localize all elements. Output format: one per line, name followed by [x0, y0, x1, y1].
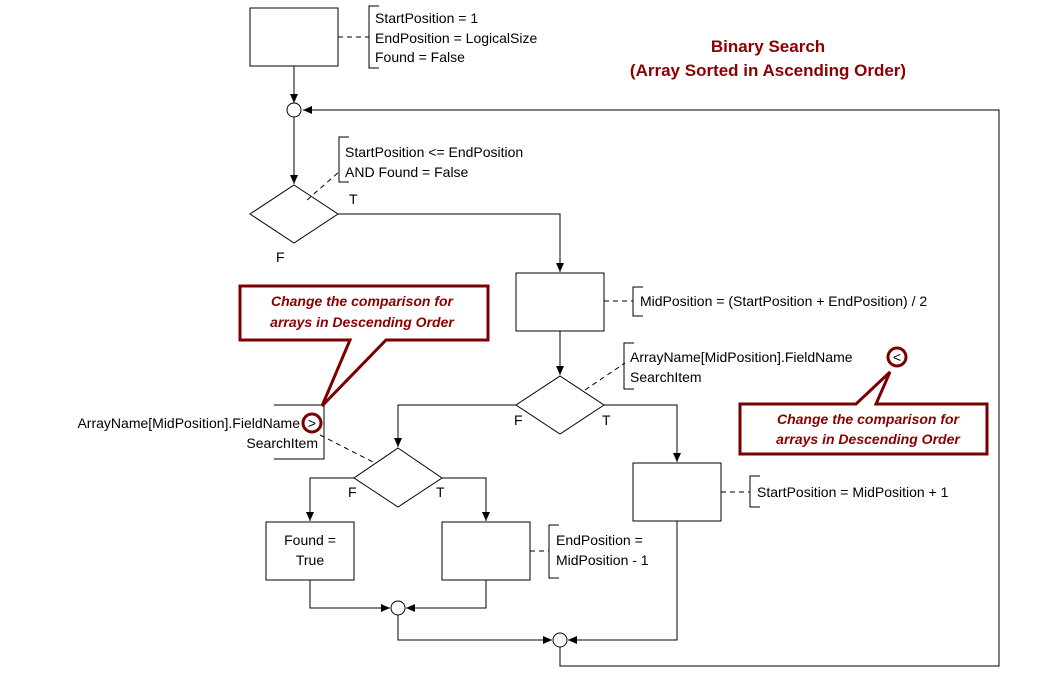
mid-annotation-bracket	[632, 286, 643, 317]
start-position-box	[632, 462, 722, 522]
found-box-line-2: True	[296, 552, 324, 568]
loop-junction	[286, 102, 302, 118]
compare-greater-operator: >	[308, 415, 316, 431]
init-line-3: Found = False	[375, 49, 465, 65]
loop-condition-bracket	[338, 136, 349, 183]
init-line-1: StartPosition = 1	[375, 10, 478, 26]
compare-less-operator-highlight	[886, 346, 908, 368]
compare-less-connector	[584, 362, 626, 391]
compare-less-true-label: T	[602, 412, 611, 428]
found-to-inner-junction-arrow	[309, 580, 390, 612]
compare-less-diamond	[515, 375, 605, 435]
compare-less-true-arrow	[604, 404, 681, 462]
callout-right-box	[738, 370, 989, 456]
inner-junction	[390, 600, 406, 616]
loop-true-arrow	[338, 213, 564, 272]
compare-greater-false-label: F	[348, 484, 357, 500]
found-box-line-1: Found =	[284, 532, 336, 548]
init-annotation-bracket	[368, 5, 379, 69]
found-true-box	[265, 521, 355, 581]
outer-junction	[552, 632, 568, 648]
compare-greater-true-arrow	[442, 477, 490, 521]
compare-less-false-label: F	[514, 412, 523, 428]
end-assign-line-2: MidPosition - 1	[556, 552, 649, 568]
loop-condition-line-2: AND Found = False	[345, 164, 469, 180]
callout-left-line-2: arrays in Descending Order	[270, 314, 455, 330]
compare-greater-operator-highlight	[301, 412, 323, 434]
compare-less-bracket	[623, 342, 634, 390]
compare-greater-line-1: ArrayName[MidPosition].FieldName	[77, 415, 300, 431]
compare-greater-diamond	[353, 447, 443, 508]
mid-assign-text: MidPosition = (StartPosition + EndPositi…	[640, 293, 927, 309]
mid-position-box	[515, 272, 605, 332]
compare-greater-line-2: SearchItem	[246, 435, 318, 451]
loop-condition-line-1: StartPosition <= EndPosition	[345, 144, 523, 160]
start-annotation-bracket	[749, 475, 760, 508]
callout-right-line-2: arrays in Descending Order	[776, 431, 961, 447]
end-position-box	[441, 521, 531, 581]
loop-condition-connector	[306, 170, 341, 201]
compare-greater-false-arrow	[306, 477, 354, 521]
compare-less-line-2: SearchItem	[630, 369, 702, 385]
compare-greater-true-label: T	[436, 484, 445, 500]
loop-back-line	[303, 106, 1000, 667]
loop-true-label: T	[349, 191, 358, 207]
compare-less-line-1: ArrayName[MidPosition].FieldName	[630, 349, 853, 365]
start-assign-text: StartPosition = MidPosition + 1	[757, 484, 949, 500]
compare-greater-connector	[319, 434, 374, 463]
end-to-inner-junction-arrow	[406, 580, 487, 612]
compare-less-false-line	[394, 404, 516, 447]
compare-less-operator: <	[893, 349, 901, 365]
init-line-2: EndPosition = LogicalSize	[375, 30, 537, 46]
callout-left-line-1: Change the comparison for	[271, 293, 455, 309]
compare-greater-bracket	[274, 404, 325, 460]
end-annotation-bracket	[548, 524, 559, 579]
start-to-junction-arrow	[568, 521, 678, 644]
loop-false-label: F	[276, 249, 285, 265]
title-line-1: Binary Search	[711, 37, 825, 56]
callout-left-box	[238, 284, 490, 408]
end-assign-line-1: EndPosition =	[556, 532, 643, 548]
init-process-box	[249, 7, 339, 67]
callout-right-line-1: Change the comparison for	[777, 411, 961, 427]
inner-to-outer-junction-arrow	[397, 615, 552, 644]
loop-decision-diamond	[249, 184, 339, 244]
title-line-2: (Array Sorted in Ascending Order)	[630, 61, 906, 80]
